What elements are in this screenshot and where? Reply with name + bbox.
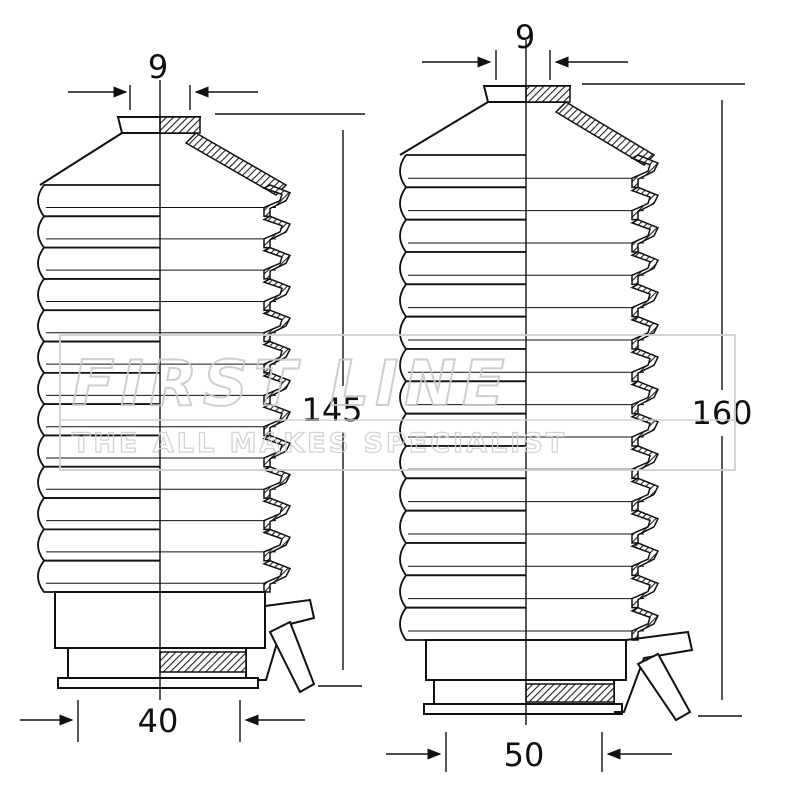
convolution-wall <box>630 283 660 318</box>
convolution-wall <box>630 218 660 253</box>
convolution-wall <box>630 477 660 512</box>
convolution-wall <box>630 380 660 415</box>
convolution-left <box>37 465 160 499</box>
left-boot-bottom-dimension: 40 <box>20 700 305 742</box>
convolution-wall <box>262 434 292 468</box>
convolution-wall <box>262 559 292 593</box>
right-boot-length-dimension: 160 <box>582 83 753 717</box>
right-boot-top-dimension: 9 <box>422 18 628 80</box>
convolution-left <box>399 477 526 512</box>
convolution-left <box>37 497 160 531</box>
convolution-wall <box>630 412 660 447</box>
left-boot <box>37 80 316 700</box>
convolution-wall <box>630 606 660 641</box>
convolution-left <box>37 246 160 280</box>
convolution-wall <box>262 465 292 499</box>
convolution-left <box>37 528 160 562</box>
left-boot-convolutions <box>37 184 292 593</box>
watermark-tagline: THE ALL MAKES SPECIALIST <box>72 428 567 459</box>
convolution-wall <box>262 403 292 437</box>
right-bottom-diameter-label: 50 <box>504 736 545 774</box>
left-top-diameter-label: 9 <box>148 48 168 86</box>
convolution-left <box>399 509 526 544</box>
convolution-left <box>37 184 160 218</box>
watermark: FIRST LINE THE ALL MAKES SPECIALIST <box>59 334 736 471</box>
left-boot-length-dimension: 145 <box>215 113 365 687</box>
convolution-wall <box>262 528 292 562</box>
convolution-left <box>399 283 526 318</box>
convolution-left <box>399 606 526 641</box>
convolution-wall <box>630 509 660 544</box>
convolution-wall <box>262 309 292 343</box>
convolution-left <box>399 315 526 350</box>
convolution-wall <box>262 184 292 218</box>
left-bottom-diameter-label: 40 <box>138 702 179 740</box>
convolution-wall <box>630 315 660 350</box>
convolution-wall <box>630 186 660 221</box>
convolution-left <box>37 309 160 343</box>
convolution-wall <box>630 251 660 286</box>
convolution-left <box>37 215 160 249</box>
convolution-left <box>37 559 160 593</box>
convolution-left <box>37 278 160 312</box>
convolution-left <box>399 574 526 609</box>
convolution-left <box>399 154 526 189</box>
right-top-diameter-label: 9 <box>515 18 535 56</box>
convolution-wall <box>630 542 660 577</box>
convolution-wall <box>630 445 660 480</box>
right-boot-bottom-dimension: 50 <box>386 732 672 774</box>
convolution-wall <box>262 372 292 405</box>
convolution-wall <box>262 340 292 374</box>
convolution-wall <box>262 246 292 280</box>
convolution-wall <box>262 497 292 531</box>
convolution-left <box>399 542 526 577</box>
convolution-wall <box>630 574 660 609</box>
left-boot-top-dimension: 9 <box>68 48 258 110</box>
convolution-wall <box>262 215 292 249</box>
watermark-brand: FIRST LINE <box>72 347 511 420</box>
convolution-wall <box>630 348 660 383</box>
convolution-left <box>399 186 526 221</box>
right-boot <box>399 40 694 725</box>
convolution-left <box>399 218 526 253</box>
convolution-left <box>399 251 526 286</box>
convolution-wall <box>630 154 660 189</box>
right-length-label: 160 <box>691 394 752 432</box>
convolution-wall <box>262 278 292 311</box>
left-length-label: 145 <box>301 391 362 429</box>
